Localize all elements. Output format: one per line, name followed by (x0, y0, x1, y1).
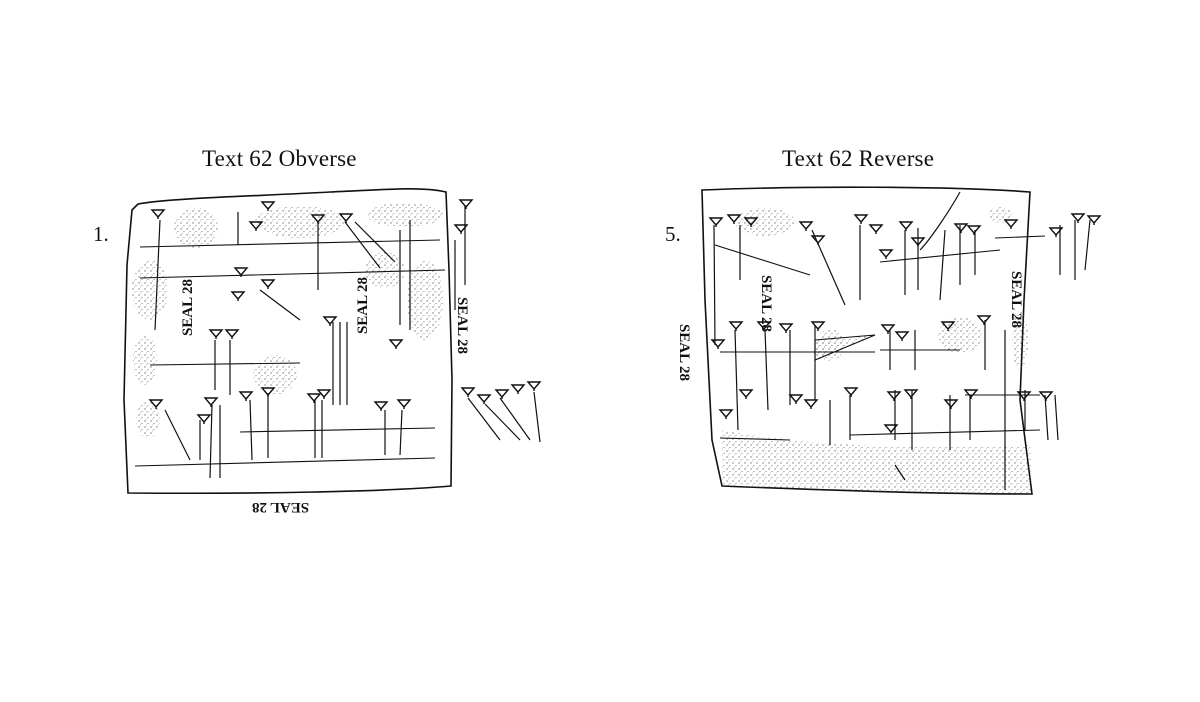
reverse-tablet (701, 186, 1101, 495)
reverse-seal-label-left: SEAL 28 (676, 323, 693, 382)
reverse-line-number: 5. (665, 222, 681, 246)
obverse-seal-label-right: SEAL 28 (454, 296, 471, 355)
reverse-seal-label-right: SEAL 28 (1008, 270, 1025, 329)
obverse-title: Text 62 Obverse (202, 146, 357, 171)
reverse-title: Text 62 Reverse (782, 146, 935, 171)
obverse-seal-label-left: SEAL 28 (180, 278, 197, 337)
reverse-seal-label-middle: SEAL 28 (758, 274, 775, 333)
obverse-tablet (123, 188, 541, 495)
obverse-seal-label-bottom: SEAL 28 (252, 499, 310, 515)
obverse-line-number: 1. (93, 222, 109, 246)
obverse-seal-label-middle: SEAL 28 (355, 276, 372, 335)
